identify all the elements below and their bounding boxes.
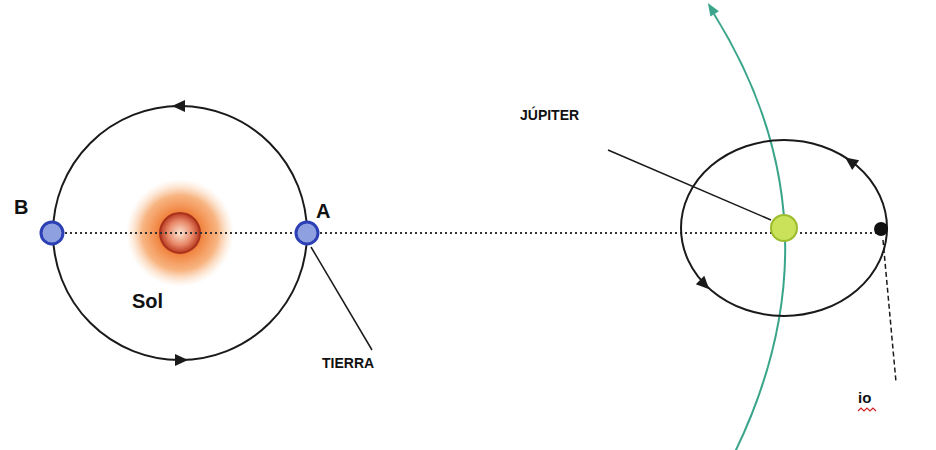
earth-position-b [41,222,63,244]
leader-line [608,150,771,220]
text-label: TIERRA [322,356,374,371]
io-orbit [681,140,887,316]
alignment-line [40,232,884,234]
orbit-arrowhead [842,153,860,170]
spellcheck-underline [858,408,876,411]
text-label: A [316,200,330,222]
orbit-arrowhead [172,100,185,112]
orbit-arrowhead [704,0,719,16]
earth-position-a [296,222,318,244]
leader-line [883,240,896,382]
text-label: B [14,196,28,218]
leader-line [311,247,372,350]
jupiter-planet [771,215,797,241]
orbit-arrowhead [175,354,188,366]
text-label: Sol [132,290,163,312]
io-moon [874,222,888,236]
orbit-arrowhead [696,276,714,294]
text-label: io [858,390,871,407]
text-label: JÚPITER [520,108,579,123]
